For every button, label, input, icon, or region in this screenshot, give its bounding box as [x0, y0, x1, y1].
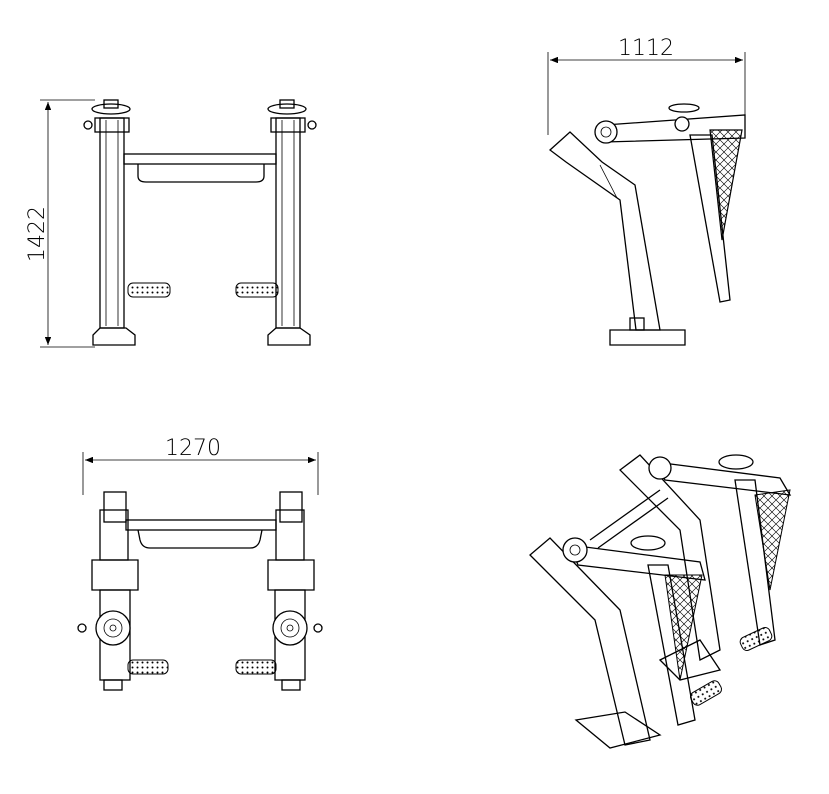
foot-platform — [709, 129, 743, 241]
main-column — [548, 131, 661, 331]
side-view: 1112 — [547, 36, 746, 346]
crossbar — [123, 153, 277, 165]
height-dimension-label: 1422 — [25, 206, 50, 262]
right-post — [267, 99, 317, 346]
height-dimension: 1422 — [25, 99, 95, 348]
depth-dimension-label: 1112 — [618, 36, 674, 61]
left-post — [83, 99, 136, 346]
left-pedal — [127, 282, 171, 298]
front-view: 1422 — [25, 99, 317, 348]
base-plate — [609, 329, 686, 346]
isometric-view — [529, 454, 792, 749]
right-pedal — [235, 282, 279, 298]
depth-dimension: 1112 — [547, 36, 746, 135]
swing-leg — [689, 134, 731, 303]
handle-bar — [137, 164, 265, 183]
top-left-unit — [77, 491, 139, 691]
width-dimension: 1270 — [82, 436, 319, 495]
top-view: 1270 — [77, 436, 323, 691]
width-dimension-label: 1270 — [165, 436, 221, 461]
top-right-unit — [267, 491, 323, 691]
